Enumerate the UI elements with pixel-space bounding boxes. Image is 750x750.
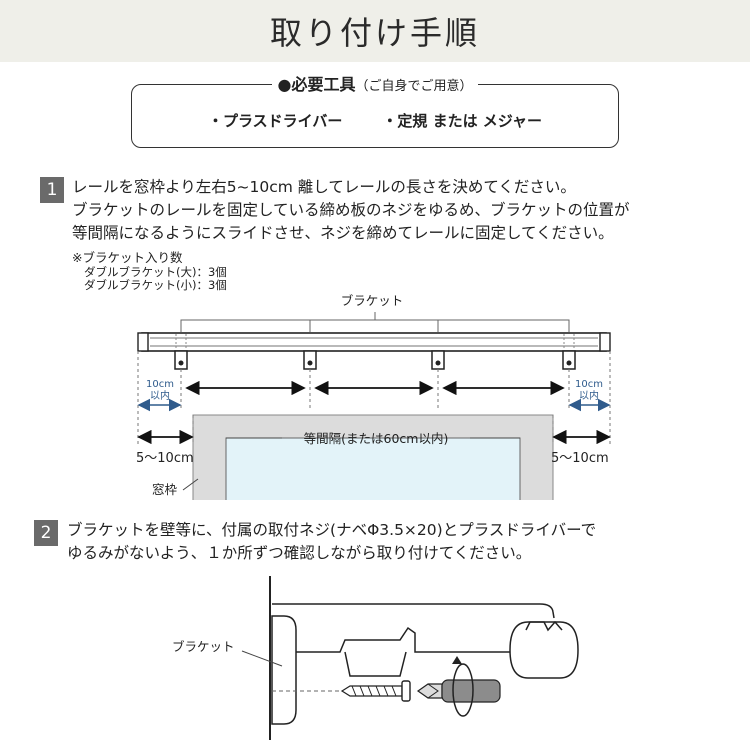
bracket-count-small: ダブルブラケット(小)：3個 [84, 278, 227, 292]
step-1-line-2: ブラケットのレールを固定している締め板のネジをゆるめ、ブラケットの位置が [72, 201, 630, 219]
bracket-label: ブラケット [341, 293, 404, 308]
tool-item-ruler: ・定規 または メジャー [382, 112, 543, 130]
diagram-crop [0, 500, 750, 510]
right-offset-label: 5〜10cm [551, 451, 609, 466]
step-1-instructions: レールを窓枠より左右5~10cm 離してレールの長さを決めてください。 ブラケッ… [72, 176, 630, 245]
step-2-line-2: ゆるみがないよう、１か所ずつ確認しながら取り付けてください。 [67, 544, 532, 562]
equal-spacing-label: 等間隔(または60cm以内) [304, 431, 449, 446]
page-title: 取り付け手順 [269, 14, 480, 52]
tool-item-screwdriver: ・プラスドライバー [207, 112, 343, 130]
left-limit-unit: 以内 [150, 389, 170, 402]
bracket-span-line [180, 319, 570, 332]
bracket-4 [562, 350, 576, 370]
left-offset-label: 5〜10cm [136, 451, 194, 466]
required-tools-note: （ご自身でご用意） [355, 79, 473, 94]
bracket-count-large: ダブルブラケット(大)：3個 [84, 265, 227, 279]
bracket-count-note: ※ブラケット入り数 ダブルブラケット(大)：3個 ダブルブラケット(小)：3個 [72, 251, 227, 292]
step-2-badge: 2 [34, 520, 58, 546]
required-tools-heading: ●必要工具（ご自身でご用意） [0, 71, 750, 95]
step-1-line-3: 等間隔になるようにスライドさせ、ネジを締めてレールに固定してください。 [72, 224, 614, 242]
window-glass [225, 437, 521, 509]
step-2-instructions: ブラケットを壁等に、付属の取付ネジ(ナベΦ3.5×20)とプラスドライバーで ゆ… [67, 519, 596, 565]
bracket-count-title: ※ブラケット入り数 [72, 250, 183, 265]
required-tools-title: ●必要工具 [277, 75, 356, 94]
step-1-line-1: レールを窓枠より左右5~10cm 離してレールの長さを決めてください。 [72, 178, 576, 196]
right-limit-value: 10cm [575, 379, 603, 390]
bracket-2 [303, 350, 317, 370]
step-2-line-1: ブラケットを壁等に、付属の取付ネジ(ナベΦ3.5×20)とプラスドライバーで [67, 521, 597, 539]
step-1-badge: 1 [40, 177, 64, 203]
bracket-3 [431, 350, 445, 370]
right-limit-unit: 以内 [579, 389, 599, 402]
left-limit-value: 10cm [146, 379, 174, 390]
window-frame-label: 窓枠 [152, 482, 178, 497]
bracket-1 [174, 350, 188, 370]
curtain-rail [137, 332, 611, 352]
page-header: 取り付け手順 [0, 0, 750, 62]
required-tools-list: ・プラスドライバー ・定規 または メジャー [131, 110, 619, 131]
